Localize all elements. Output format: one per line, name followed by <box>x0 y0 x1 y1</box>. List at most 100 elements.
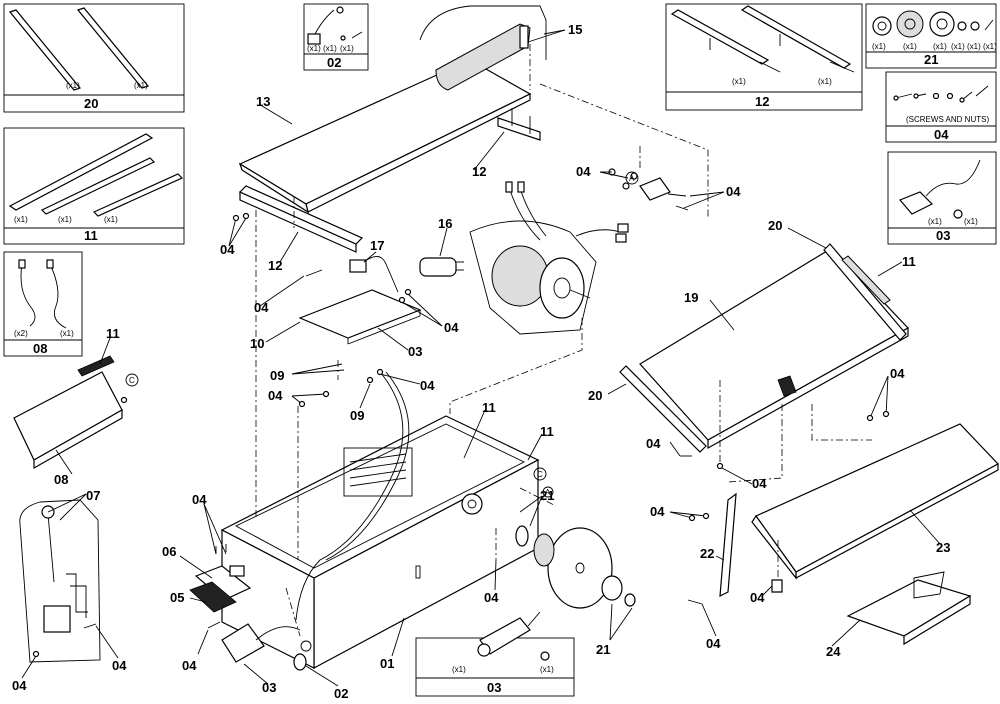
inset-box-04: (SCREWS AND NUTS) 04 <box>885 71 997 143</box>
qty-label: (x1) <box>540 665 554 674</box>
qty-label: (x1) <box>134 81 148 90</box>
callout-04: 04 <box>750 590 765 605</box>
qty-label: (x1) <box>967 42 981 51</box>
table-top-19 <box>639 247 909 450</box>
callout-20: 20 <box>588 388 602 403</box>
inset-box-12: (x1) (x1) 12 <box>665 3 863 111</box>
callout-05: 05 <box>170 590 184 605</box>
callout-11: 11 <box>482 400 496 415</box>
qty-label: (x1) <box>14 215 28 224</box>
qty-label: (x1) <box>323 44 337 53</box>
callout-11: 11 <box>106 326 120 341</box>
callout-13: 13 <box>256 94 270 109</box>
qty-label: (x1) <box>66 81 80 90</box>
box-label-04: 04 <box>934 127 949 142</box>
callout-04: 04 <box>890 366 905 381</box>
qty-label: (x1) <box>928 217 942 226</box>
callout-12: 12 <box>268 258 282 273</box>
top-cover-13 <box>238 59 532 205</box>
callout-04: 04 <box>706 636 721 651</box>
tools-07 <box>19 499 101 663</box>
callout-02: 02 <box>334 686 348 701</box>
leader-lines <box>21 29 941 687</box>
callout-04: 04 <box>268 388 283 403</box>
callout-21: 21 <box>596 642 610 657</box>
callout-04: 04 <box>192 492 207 507</box>
callout-20: 20 <box>768 218 782 233</box>
marker-c: C <box>129 376 135 385</box>
callout-07: 07 <box>86 488 100 503</box>
box-label-20: 20 <box>84 96 98 111</box>
callout-04: 04 <box>254 300 269 315</box>
rail-20 <box>619 365 707 453</box>
callout-04: 04 <box>12 678 27 693</box>
qty-label: (x1) <box>104 215 118 224</box>
strip-11 <box>841 255 891 305</box>
qty-label: (x1) <box>903 42 917 51</box>
callout-03: 03 <box>262 680 276 695</box>
callout-22: 22 <box>700 546 714 561</box>
box-caption: (SCREWS AND NUTS) <box>906 115 989 124</box>
callout-04: 04 <box>650 504 665 519</box>
callout-04: 04 <box>182 658 197 673</box>
box-label-02: 02 <box>327 55 341 70</box>
callout-04: 04 <box>484 590 499 605</box>
support-leg-22 <box>719 492 737 598</box>
callout-24: 24 <box>826 644 841 659</box>
callout-04: 04 <box>220 242 235 257</box>
callout-04: 04 <box>420 378 435 393</box>
switch-bracket: A <box>608 168 689 211</box>
inset-box-08: (x2) (x1) 08 <box>3 251 83 357</box>
callout-15: 15 <box>568 22 582 37</box>
inset-box-03-right: (x1) (x1) 03 <box>887 151 997 245</box>
box-label-11: 11 <box>84 228 98 243</box>
callout-04: 04 <box>444 320 459 335</box>
qty-label: (x1) <box>60 329 74 338</box>
qty-label: (x1) <box>818 77 832 86</box>
marker-a: A <box>629 174 635 183</box>
qty-label: (x1) <box>964 217 978 226</box>
box-label-08: 08 <box>33 341 47 356</box>
box-label-03: 03 <box>936 228 950 243</box>
callout-12: 12 <box>472 164 486 179</box>
callout-04: 04 <box>112 658 127 673</box>
box-label-03: 03 <box>487 680 501 695</box>
callout-labels: 13 15 12 04 04 16 04 17 12 04 04 10 03 1… <box>12 22 950 701</box>
qty-label: (x1) <box>340 44 354 53</box>
callout-21: 21 <box>540 488 554 503</box>
inset-box-03-bottom: (x1) (x1) 03 <box>415 611 575 697</box>
callout-16: 16 <box>438 216 452 231</box>
qty-label: (x1) <box>58 215 72 224</box>
qty-label: (x1) <box>983 42 997 51</box>
base-cabinet-01 <box>220 371 540 670</box>
callout-06: 06 <box>162 544 176 559</box>
inset-box-21: (x1) (x1) (x1) (x1) (x1) (x1) 21 <box>865 3 997 69</box>
callout-08: 08 <box>54 472 68 487</box>
qty-label: (x1) <box>951 42 965 51</box>
foot-24 <box>846 571 972 646</box>
callout-04: 04 <box>752 476 767 491</box>
callout-09: 09 <box>350 408 364 423</box>
extension-tray-23 <box>751 423 999 580</box>
callout-17: 17 <box>370 238 384 253</box>
callout-04: 04 <box>646 436 661 451</box>
qty-label: (x2) <box>14 329 28 338</box>
qty-label: (x1) <box>732 77 746 86</box>
marker-c: C <box>537 470 543 479</box>
side-panel-08: C <box>13 355 139 470</box>
inset-box-02: (x1) (x1) (x1) 02 <box>303 3 369 71</box>
marker-a: A <box>545 488 551 497</box>
rail-20 <box>823 243 907 341</box>
box-label-21: 21 <box>924 52 938 67</box>
qty-label: (x1) <box>872 42 886 51</box>
callout-04: 04 <box>576 164 591 179</box>
qty-label: (x1) <box>452 665 466 674</box>
callout-01: 01 <box>380 656 394 671</box>
blade-guard-15 <box>435 23 531 91</box>
switch-06 <box>189 565 252 613</box>
inset-box-20: (x1) (x1) 20 <box>3 3 185 113</box>
plug-03 <box>221 623 307 671</box>
callout-03: 03 <box>408 344 422 359</box>
qty-label: (x1) <box>933 42 947 51</box>
